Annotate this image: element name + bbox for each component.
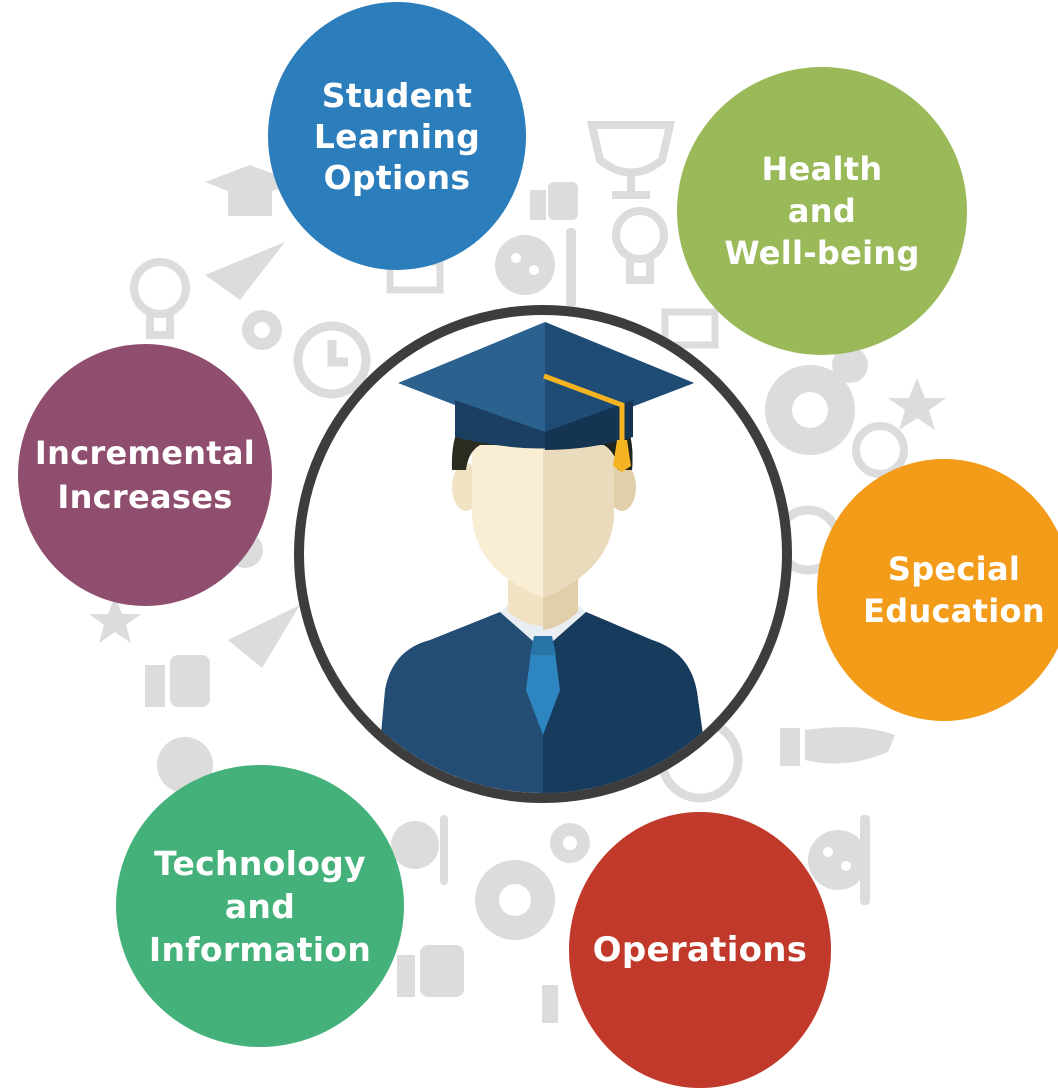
thumbs-up-icon [397, 945, 464, 997]
palette-icon [495, 235, 555, 295]
lightbulb-icon [612, 207, 668, 284]
topic-label-line: and [224, 886, 296, 926]
topic-label: Incremental Increases [35, 431, 255, 519]
gear-icon [550, 823, 590, 863]
trophy-icon [586, 121, 676, 199]
topic-label-line: Increases [57, 478, 233, 516]
topic-label-line: Health [761, 150, 883, 188]
topic-student-learning-options: Student Learning Options [268, 2, 526, 270]
palette-icon [391, 821, 439, 869]
topic-technology-and-information: Technology and Information [116, 765, 404, 1047]
star-icon [888, 378, 946, 430]
lightbulb-icon [852, 422, 908, 478]
topic-label-line: and [787, 192, 857, 230]
paper-plane-icon [205, 242, 285, 300]
lightbulb-icon [130, 258, 190, 339]
star-icon [89, 596, 141, 643]
thumbs-up-icon [145, 655, 210, 707]
tassel [543, 373, 625, 445]
topic-label-line: Education [863, 592, 1045, 630]
topic-label-line: Technology [154, 843, 366, 883]
hand-icon [780, 726, 895, 766]
gear-icon [765, 365, 855, 455]
clock-icon [293, 321, 371, 399]
thumbs-up-icon [542, 985, 558, 1023]
topic-label-line: Incremental [34, 434, 256, 472]
topic-label: Operations [593, 930, 808, 971]
topic-label: Health and Well-being [724, 148, 919, 274]
topic-label-line: Learning [313, 116, 481, 156]
topic-label-line: Operations [592, 929, 808, 970]
topic-label: Special Education [863, 548, 1045, 632]
topic-label: Technology and Information [149, 842, 371, 971]
topic-health-and-well-being: Health and Well-being [677, 67, 967, 355]
topic-operations: Operations [569, 812, 831, 1088]
topic-special-education: Special Education [817, 459, 1058, 721]
thumbs-up-icon [530, 182, 578, 220]
palette-icon [808, 830, 868, 890]
gear-icon [242, 310, 282, 350]
topic-label: Student Learning Options [314, 75, 480, 198]
topic-label-line: Options [323, 157, 471, 197]
topic-label-line: Information [148, 929, 372, 969]
topic-label-line: Well-being [724, 234, 920, 272]
gear-icon [475, 860, 555, 940]
topic-incremental-increases: Incremental Increases [18, 344, 272, 606]
topic-label-line: Student [321, 75, 473, 115]
topic-label-line: Special [887, 550, 1021, 588]
gear-icon [832, 347, 868, 383]
paper-plane-icon [228, 605, 300, 668]
